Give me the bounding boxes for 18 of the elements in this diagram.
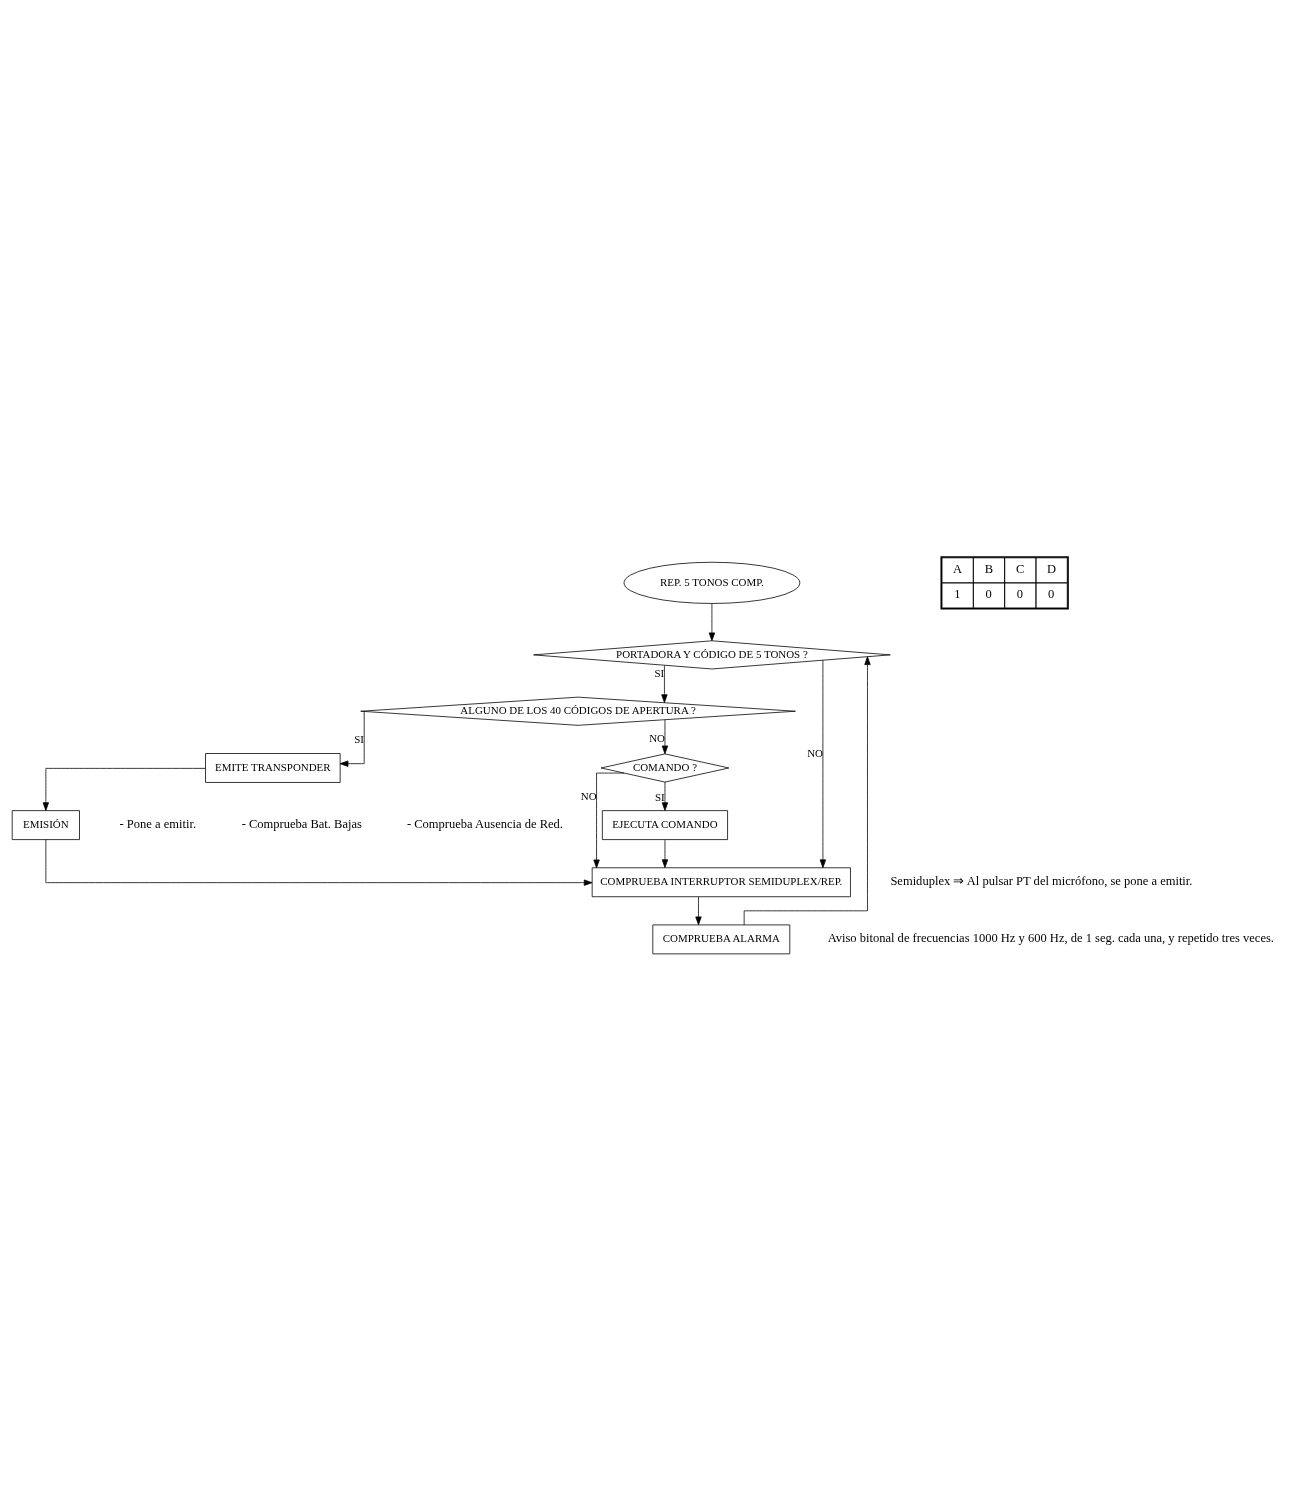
label: C (1016, 561, 1025, 576)
node-label: Aviso bitonal de frecuencias 1000 Hz y 600 Hz, de 1 seg. cada una, y repetido tres veces. (827, 930, 1275, 945)
edge-label: NO (649, 731, 666, 744)
label: 1 (954, 586, 961, 601)
edge-label: SI (654, 666, 665, 679)
edge-label: SI (655, 790, 665, 803)
edge-label: NO (807, 746, 823, 759)
node-label: - Comprueba Ausencia de Red. (406, 816, 563, 831)
label: D (1046, 561, 1056, 576)
label: 0 (1016, 586, 1024, 601)
label: B (984, 561, 994, 576)
node-label: Semiduplex ⇒ Al pulsar PT del micrófono, se pone a emitir. (890, 873, 1193, 888)
node-label: - Comprueba Bat. Bajas (241, 816, 362, 831)
node-label: - Pone a emitir. (119, 816, 197, 831)
label: 0 (985, 586, 992, 601)
label: A (952, 561, 963, 576)
edge-label: SI (354, 732, 364, 745)
label: 0 (1048, 586, 1055, 601)
